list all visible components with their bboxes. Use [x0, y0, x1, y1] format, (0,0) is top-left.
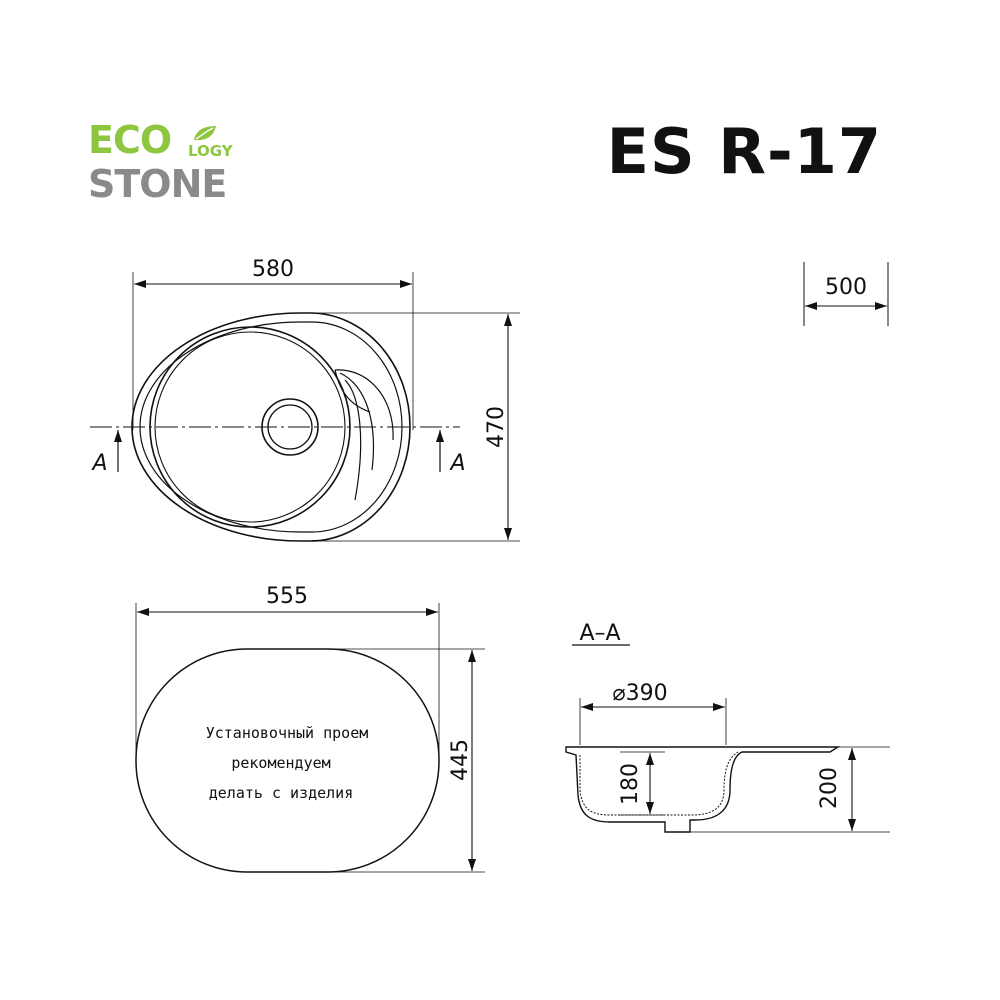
depth-200-label: 200 — [817, 767, 842, 809]
cutout-outline — [135, 648, 440, 873]
brand-logo: ECO LOGY STONE — [88, 118, 258, 213]
section-profile-outer — [565, 746, 841, 833]
drainboard-ribs — [334, 369, 394, 501]
model-title: ES R-17 — [606, 115, 882, 188]
diameter-390-label: ⌀390 — [612, 681, 667, 706]
brand-stone-text: STONE — [88, 162, 227, 206]
cabinet-dimension — [803, 262, 889, 326]
height-445-label: 445 — [448, 739, 473, 781]
cutout-view — [135, 603, 485, 873]
cutout-note-line-1: Установочный проем — [206, 724, 369, 742]
section-label-left: A — [90, 451, 107, 476]
cutout-note-line-3: делать с изделия — [209, 784, 354, 802]
bowl-inner — [154, 331, 346, 523]
width-555-label: 555 — [266, 584, 308, 609]
cabinet-500-label: 500 — [825, 275, 867, 300]
top-view — [90, 272, 520, 542]
depth-180-label: 180 — [618, 763, 643, 805]
section-profile-inner — [579, 751, 739, 816]
section-title: A–A — [579, 621, 620, 646]
leaf-icon — [194, 126, 216, 141]
width-580-label: 580 — [252, 257, 294, 282]
brand-eco-text: ECO — [88, 118, 172, 162]
cutout-note-line-2: рекомендуем — [231, 754, 330, 772]
height-470-label: 470 — [484, 406, 509, 448]
section-label-right: A — [448, 451, 465, 476]
section-view — [565, 698, 890, 833]
brand-logy-text: LOGY — [188, 142, 233, 160]
